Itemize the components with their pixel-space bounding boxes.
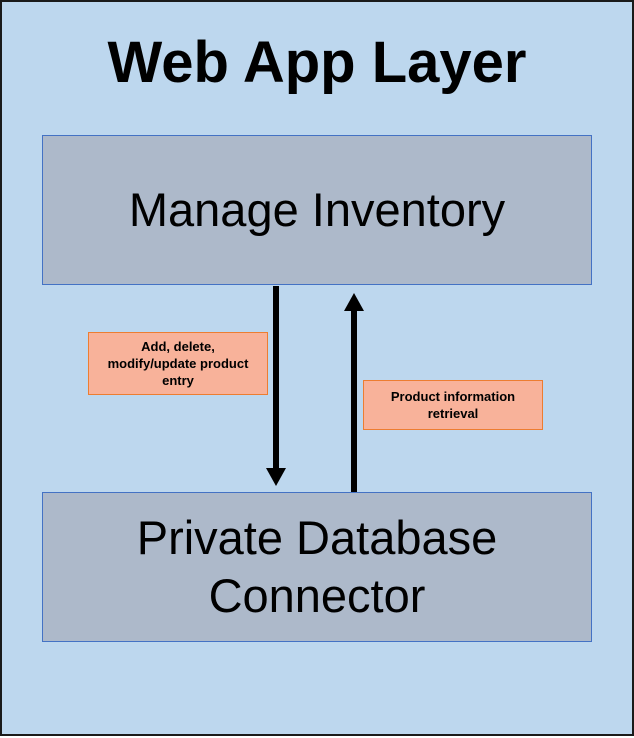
manage-inventory-label: Manage Inventory (128, 183, 506, 236)
diagram-title: Web App Layer (107, 30, 527, 95)
down-arrow (266, 286, 286, 486)
private-database-connector-label-line2: Connector (208, 569, 426, 622)
down-arrow-head (266, 468, 286, 486)
down-arrow-note-text: Add, delete, modify/update product entry (107, 339, 249, 388)
up-arrow (344, 293, 364, 492)
manage-inventory-box: Manage Inventory (42, 135, 592, 285)
private-database-connector-box: Private Database Connector (42, 492, 592, 642)
up-arrow-note-text: Product information retrieval (390, 389, 516, 421)
down-arrow-note: Add, delete, modify/update product entry (88, 332, 268, 395)
up-arrow-head (344, 293, 364, 311)
private-database-connector-label-line1: Private Database (136, 511, 498, 564)
up-arrow-note: Product information retrieval (363, 380, 543, 430)
